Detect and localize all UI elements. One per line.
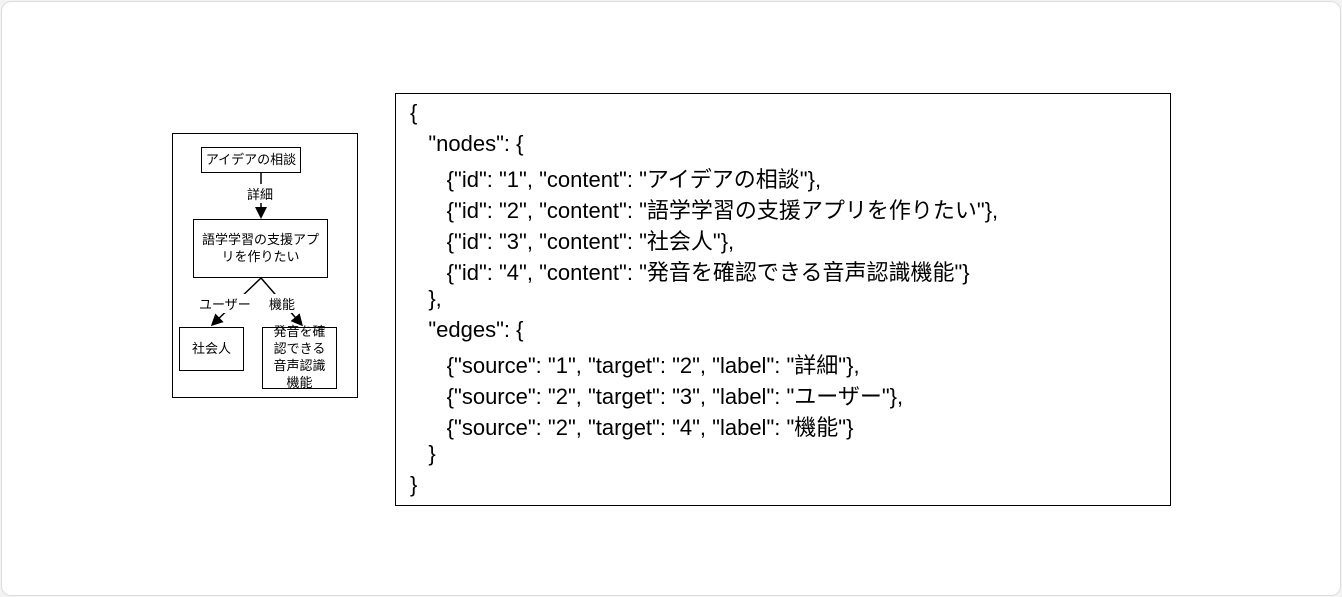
graph-diagram: アイデアの相談 詳細 語学学習の支援アプリを作りたい ユーザー 機能 社会人 発…	[172, 133, 358, 398]
code-line: {"id": "3", "content": "社会人"},	[410, 229, 735, 254]
code-line: {"source": "2", "target": "3", "label": …	[410, 384, 904, 409]
code-line: "edges": {	[410, 317, 524, 342]
edge-label-3: 機能	[269, 294, 296, 313]
code-line: {	[410, 100, 418, 125]
edge-label-1: 詳細	[247, 184, 274, 203]
code-line: "nodes": {	[410, 131, 524, 156]
code-line: {"id": "4", "content": "発音を確認できる音声認識機能"}	[410, 260, 970, 285]
node-2: 語学学習の支援アプリを作りたい	[193, 219, 328, 278]
node-1: アイデアの相談	[201, 147, 301, 173]
code-line: {"source": "2", "target": "4", "label": …	[410, 415, 854, 440]
code-line: {"id": "1", "content": "アイデアの相談"},	[410, 167, 822, 192]
code-line: }	[410, 441, 436, 466]
edge-label-2: ユーザー	[199, 294, 251, 313]
json-code-panel: { "nodes": { {"id": "1", "content": "アイデ…	[395, 93, 1171, 506]
node-3: 社会人	[179, 327, 244, 371]
code-line: {"id": "2", "content": "語学学習の支援アプリを作りたい"…	[410, 198, 999, 223]
code-line: {"source": "1", "target": "2", "label": …	[410, 353, 860, 378]
code-line: }	[410, 472, 418, 497]
code-line: },	[410, 286, 442, 311]
node-4: 発音を確認できる音声認識機能	[262, 325, 337, 391]
